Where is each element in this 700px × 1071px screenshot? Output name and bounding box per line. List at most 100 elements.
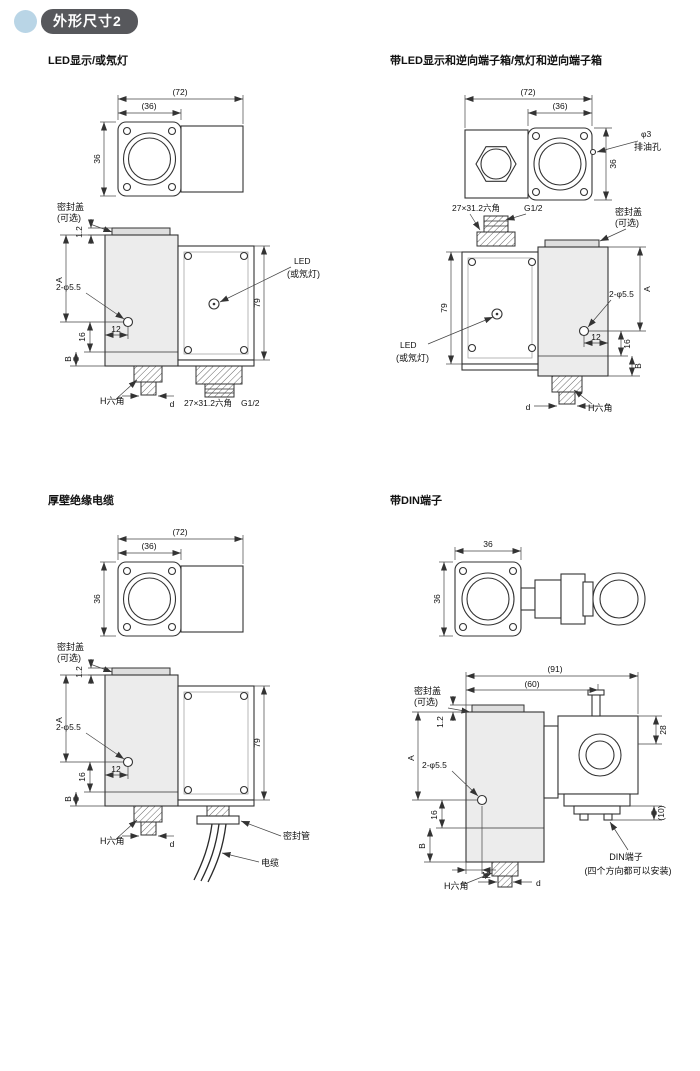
s3-front-view: 密封盖 (可选) 1.2 2-φ5.5 A 12 16 B <box>54 641 310 883</box>
s2-label-holes: 2-φ5.5 <box>609 289 634 299</box>
s2-label-drain: 排油孔 <box>634 141 661 152</box>
s2-seal-cap <box>544 239 600 248</box>
header-dot-icon <box>14 10 37 33</box>
s2-hex-port <box>551 375 583 393</box>
s4-label-seal-cap: 密封盖 <box>414 685 441 696</box>
s2-label-led-alt: (或氖灯) <box>396 352 429 363</box>
s3-dim-1-2: 1.2 <box>74 666 84 678</box>
page-title: 外形尺寸2 <box>41 9 138 34</box>
s1-front-view: 密封盖 (可选) 1.2 LED (或氖灯) 2-φ5.5 A 12 16 <box>54 201 320 409</box>
s1-label-g12: G1/2 <box>241 398 260 408</box>
page-header: 外形尺寸2 <box>14 9 138 34</box>
s2-top-view: (72) (36) φ3 排油孔 36 <box>464 87 661 201</box>
s4-dim-a: A <box>406 755 416 761</box>
s2-dim-12: 12 <box>591 332 601 342</box>
s2-label-g12: G1/2 <box>524 203 543 213</box>
s1-label-hex-h: H六角 <box>100 395 125 406</box>
s2-label-seal-cap: 密封盖 <box>615 206 642 217</box>
s4-label-holes: 2-φ5.5 <box>422 760 447 770</box>
section4-title: 带DIN端子 <box>390 495 442 507</box>
s4-seal-cap <box>471 704 525 713</box>
s2-drain-hole <box>589 148 597 156</box>
s4-dim-60: (60) <box>524 679 539 689</box>
drawing-led-display: (72) (36) 36 密封盖 <box>54 87 320 409</box>
s4-hex-port <box>491 861 519 877</box>
s3-dim-72: (72) <box>172 527 187 537</box>
s1-dim-a: A <box>54 277 64 283</box>
s3-mounting-hole <box>122 756 134 768</box>
s3-label-seal-cap: 密封盖 <box>57 641 84 652</box>
s2-dim-16: 16 <box>622 339 632 349</box>
s4-dim-16: 16 <box>429 810 439 820</box>
s3-gland-stem <box>206 805 230 817</box>
s1-label-seal-cap: 密封盖 <box>57 201 84 212</box>
s1-seal-cap <box>111 227 171 236</box>
s1-label-led: LED <box>294 256 311 266</box>
s3-cable <box>193 823 213 881</box>
s2-label-seal-cap-opt: (可选) <box>615 217 639 228</box>
s1-dim-36: 36 <box>92 154 102 164</box>
s2-dim-d: d <box>526 402 531 412</box>
s3-label-hex-h: H六角 <box>100 835 125 846</box>
s3-dim-12: 12 <box>111 764 121 774</box>
s2-g12-port <box>483 215 509 233</box>
s1-label-hex27: 27×31.2六角 <box>184 398 232 408</box>
s3-dim-36: 36 <box>92 594 102 604</box>
section3-title: 厚壁绝缘电缆 <box>48 495 114 507</box>
s1-dim-72: (72) <box>172 87 187 97</box>
s2-mounting-hole <box>578 325 590 337</box>
s1-hex-port <box>133 365 163 383</box>
s3-dim-b: B <box>63 796 73 802</box>
s3-dim-d: d <box>170 839 175 849</box>
s3-label-gland: 密封管 <box>283 830 310 841</box>
s3-hex-port <box>133 805 163 823</box>
section1-title: LED显示/或氖灯 <box>48 55 129 67</box>
drawing-din-terminal: 36 36 (91) <box>406 539 672 891</box>
s1-g12-port <box>195 365 243 385</box>
s3-seal-cap <box>111 667 171 676</box>
section2-title: 带LED显示和逆向端子箱/氖灯和逆向端子箱 <box>390 55 603 67</box>
s4-label-seal-cap-opt: (可选) <box>414 696 438 707</box>
drawing-insulated-cable: (72) (36) 36 密封盖 (可选) <box>54 527 310 883</box>
s3-label-seal-cap-opt: (可选) <box>57 652 81 663</box>
s1-label-led-alt: (或氖灯) <box>287 268 320 279</box>
s2-dim-36-half: (36) <box>552 101 567 111</box>
s4-label-din-note: (四个方向都可以安装) <box>585 865 672 876</box>
s3-dim-79: 79 <box>252 738 262 748</box>
s4-label-din: DIN端子 <box>609 851 643 862</box>
s2-label-hex-h: H六角 <box>588 402 613 413</box>
s4-top-view: 36 36 <box>432 539 646 637</box>
s4-dim-10: (10) <box>656 805 666 820</box>
s3-label-cable: 电缆 <box>261 857 279 868</box>
s4-dim-b: B <box>417 843 427 849</box>
s4-dim-d: d <box>536 878 541 888</box>
s1-dim-36-half: (36) <box>141 101 156 111</box>
s1-dim-1-2: 1.2 <box>74 226 84 238</box>
s2-dim-b: B <box>633 363 643 369</box>
s1-top-view: (72) (36) 36 <box>92 87 244 197</box>
s3-dim-16: 16 <box>77 772 87 782</box>
s4-dim-36: 36 <box>432 594 442 604</box>
s3-top-view: (72) (36) 36 <box>92 527 244 637</box>
s4-label-hex-h: H六角 <box>444 880 469 891</box>
s1-dim-b: B <box>63 356 73 362</box>
s1-label-seal-cap-opt: (可选) <box>57 212 81 223</box>
s1-dim-12: 12 <box>111 324 121 334</box>
s4-front-view: (91) (60) 密封盖 (可选) 1.2 2-φ5.5 A 16 B <box>406 664 672 891</box>
s2-front-view: 27×31.2六角 G1/2 密封盖 (可选) 79 LED (或氖 <box>396 203 652 413</box>
s1-dim-16: 16 <box>77 332 87 342</box>
s1-dim-d: d <box>170 399 175 409</box>
s4-dim-91: (91) <box>547 664 562 674</box>
s1-mounting-hole <box>122 316 134 328</box>
s2-dim-72: (72) <box>520 87 535 97</box>
s2-label-drain-dia: φ3 <box>641 129 652 139</box>
s2-dim-79: 79 <box>439 303 449 313</box>
s2-dim-36: 36 <box>608 159 618 169</box>
s4-mounting-hole <box>476 794 488 806</box>
s4-dim-36-top: 36 <box>483 539 493 549</box>
s4-dim-28: 28 <box>658 725 668 735</box>
s1-dim-79: 79 <box>252 298 262 308</box>
s4-dim-1-2: 1.2 <box>435 716 445 728</box>
s3-dim-36-half: (36) <box>141 541 156 551</box>
